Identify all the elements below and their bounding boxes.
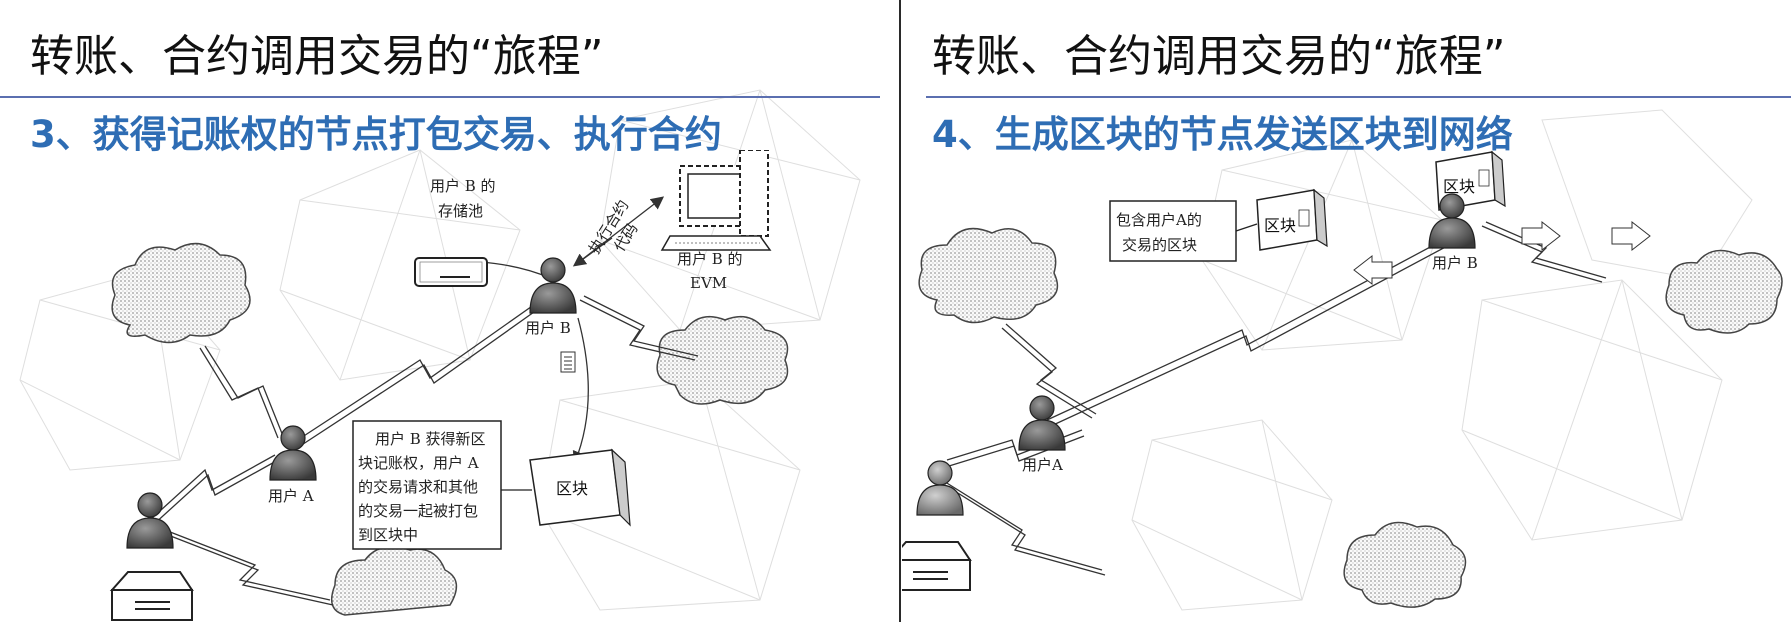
send-arrow-icon [1611, 220, 1651, 252]
step-subtitle: 4、生成区块的节点发送区块到网络 [932, 113, 1513, 156]
server-icon [109, 571, 194, 621]
note-line: 到区块中 [358, 526, 418, 544]
user-b-label: 用户 B [525, 319, 571, 337]
note-line: 块记账权，用户 A [358, 454, 479, 472]
diagram-step3: 用户 B 的 存储池 用户 B 执行合约 代码 用户 B 的 EVM [109, 150, 789, 621]
note-line: 的交易请求和其他 [358, 478, 478, 496]
title-rule [926, 96, 1791, 98]
note-box: 包含用户A的 交易的区块 [1109, 200, 1258, 262]
pool-label: 用户 B 的 [430, 177, 496, 195]
block-label: 区块 [1443, 177, 1475, 196]
user-icon [916, 460, 964, 516]
block-icon [529, 448, 631, 527]
user-icon [1018, 395, 1066, 451]
user-icon [1428, 193, 1476, 249]
note-box: 用户 B 获得新区 块记账权，用户 A 的交易请求和其他 的交易一起被打包 到区… [352, 420, 532, 550]
user-a-label: 用户A [1022, 456, 1063, 474]
note-line: 包含用户A的 [1116, 211, 1202, 229]
user-icon [269, 425, 317, 481]
evm-label: 用户 B 的 [677, 250, 743, 268]
slide-title: 转账、合约调用交易的“旅程” [932, 31, 1506, 82]
send-arrow-icon [1353, 254, 1393, 286]
slide-right: 转账、合约调用交易的“旅程” 4、生成区块的节点发送区块到网络 [902, 0, 1791, 622]
note-line: 交易的区块 [1122, 236, 1197, 254]
cloud-icon [918, 227, 1059, 324]
block-label: 区块 [556, 479, 588, 498]
network-links [941, 221, 1607, 576]
network-links [149, 261, 699, 606]
block-icon [1256, 188, 1328, 251]
user-icon [126, 492, 174, 549]
note-line: 用户 B 获得新区 [375, 430, 486, 448]
pool-label: 存储池 [438, 202, 483, 220]
cloud-icon [656, 315, 789, 405]
evm-label: EVM [690, 274, 727, 292]
cloud-icon [111, 242, 251, 344]
user-a-label: 用户 A [268, 487, 314, 505]
user-b-label: 用户 B [1432, 254, 1478, 272]
step-subtitle: 3、获得记账权的节点打包交易、执行合约 [30, 113, 722, 156]
diagram-step4: 包含用户A的 交易的区块 区块 区块 用户 B 用户A [902, 150, 1783, 608]
user-icon [529, 257, 577, 314]
slide-divider [899, 0, 901, 622]
title-rule [0, 96, 880, 98]
send-arrow-icon [1521, 220, 1561, 252]
document-icon [560, 351, 576, 373]
cloud-icon [1665, 249, 1783, 334]
server-icon [414, 257, 488, 287]
note-line: 的交易一起被打包 [358, 502, 478, 520]
cloud-icon [1343, 521, 1467, 608]
slide-left: 转账、合约调用交易的“旅程” 3、获得记账权的节点打包交易、执行合约 [0, 31, 880, 621]
computer-icon [660, 150, 772, 251]
server-icon [902, 541, 972, 591]
slide-title: 转账、合约调用交易的“旅程” [30, 31, 604, 82]
block-label: 区块 [1264, 216, 1296, 235]
cloud-icon [330, 545, 458, 616]
background-network-texture [1131, 109, 1753, 611]
